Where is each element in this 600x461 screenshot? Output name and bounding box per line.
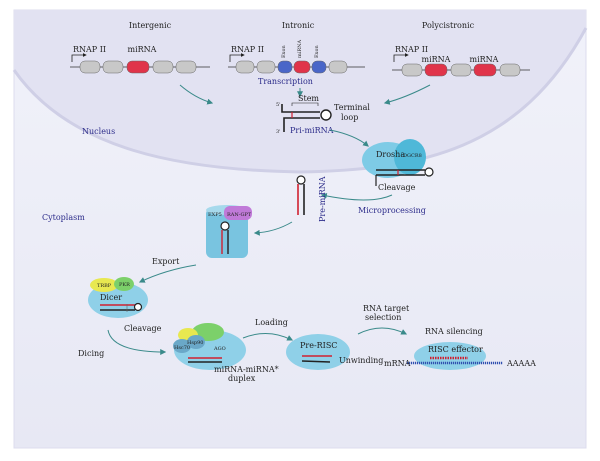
svg-text:Exon: Exon (314, 45, 320, 58)
arrow-intergenic (179, 84, 214, 105)
arrow-microprocessing (320, 193, 393, 201)
svg-text:Hsp90: Hsp90 (187, 340, 204, 346)
svg-text:RISC effector: RISC effector (428, 345, 483, 354)
svg-text:Stem: Stem (298, 94, 319, 103)
svg-text:miRNA: miRNA (128, 45, 157, 54)
svg-text:Hsc70: Hsc70 (174, 345, 190, 351)
svg-text:AGO: AGO (213, 346, 226, 352)
svg-text:Cleavage: Cleavage (378, 183, 416, 192)
arrow-polycistronic (383, 84, 431, 105)
svg-text:Dicer: Dicer (100, 293, 122, 302)
polycistronic-gene: RNAP II miRNA miRNA (392, 45, 530, 77)
svg-text:DGCR8: DGCR8 (403, 153, 422, 159)
svg-text:TRBP: TRBP (97, 283, 112, 289)
svg-text:Pri-miRNA: Pri-miRNA (290, 126, 334, 135)
svg-text:miRNA-miRNA*: miRNA-miRNA* (214, 365, 279, 374)
svg-text:EXP5: EXP5 (208, 212, 222, 218)
microprocessing-label: Microprocessing (358, 206, 426, 215)
svg-text:AAAAA: AAAAA (506, 359, 536, 368)
svg-text:miRNA: miRNA (422, 55, 451, 64)
exp5-channel: EXP5 RAN-GPT (206, 205, 252, 258)
loading-label: Loading (255, 318, 288, 327)
svg-text:RNA silencing: RNA silencing (425, 327, 483, 336)
arrow-loading (242, 333, 294, 341)
svg-text:Exon: Exon (281, 45, 287, 58)
rna-target-label-2: selection (365, 313, 401, 322)
svg-text:miRNA: miRNA (470, 55, 499, 64)
svg-text:loop: loop (341, 113, 358, 122)
arrow-to-exp5 (253, 221, 293, 236)
svg-text:RNAP II: RNAP II (231, 45, 264, 54)
svg-text:Pre-miRNA: Pre-miRNA (318, 176, 327, 222)
rna-target-label-1: RNA target (363, 304, 410, 313)
risc-effector: RNA silencing RISC effector mRNA AAAAA (384, 327, 536, 370)
nuclear-envelope (12, 27, 588, 174)
dicer-complex: TRBP PKR Dicer Cleavage (88, 277, 162, 333)
svg-text:3': 3' (276, 129, 281, 135)
intronic-title: Intronic (282, 21, 315, 30)
arrow-to-drosha (329, 129, 369, 147)
svg-text:Cleavage: Cleavage (124, 324, 162, 333)
pre-risc: Pre-RISC Unwinding (286, 334, 383, 370)
drosha-complex: Drosha DGCR8 Cleavage (362, 139, 434, 192)
dicing-label: Dicing (78, 349, 104, 358)
svg-text:duplex: duplex (228, 374, 256, 383)
svg-text:miRNA: miRNA (297, 40, 303, 58)
svg-text:RNAP II: RNAP II (73, 45, 106, 54)
ago-complex: Hsp90 Hsc70 AGO miRNA-miRNA* duplex (173, 323, 279, 383)
svg-text:Transcription: Transcription (258, 77, 313, 86)
export-label: Export (152, 257, 180, 266)
polycistronic-title: Polycistronic (422, 21, 475, 30)
svg-text:mRNA: mRNA (384, 359, 411, 368)
svg-text:Terminal: Terminal (334, 103, 370, 112)
nucleus-label: Nucleus (82, 127, 115, 136)
arrow-target-selection (357, 327, 408, 335)
pre-mirna-hairpin: Pre-miRNA (296, 175, 327, 222)
svg-text:Pre-RISC: Pre-RISC (300, 341, 337, 350)
pri-mirna-hairpin: Stem 5' 3' Terminal loop Pri-miRNA (276, 94, 370, 135)
svg-text:PKR: PKR (119, 282, 130, 288)
svg-text:Drosha: Drosha (376, 150, 405, 159)
cytoplasm-label: Cytoplasm (42, 213, 85, 222)
arrow-export (138, 264, 197, 283)
arrow-dicing (107, 329, 167, 355)
svg-text:RNAP II: RNAP II (395, 45, 428, 54)
intergenic-gene: RNAP II miRNA (70, 45, 210, 74)
intergenic-title: Intergenic (129, 21, 172, 30)
intronic-gene: RNAP II Exon miRNA Exon Transcription (228, 40, 365, 86)
svg-text:Unwinding: Unwinding (339, 356, 383, 365)
svg-text:5': 5' (276, 102, 281, 108)
svg-text:RAN-GPT: RAN-GPT (227, 212, 252, 218)
